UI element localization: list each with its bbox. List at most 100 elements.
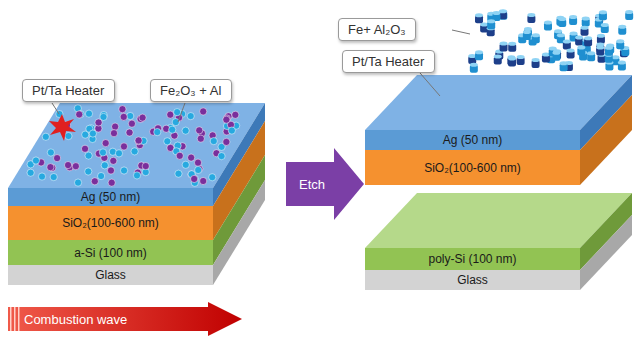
particle xyxy=(176,152,183,159)
particle xyxy=(95,119,102,126)
particle xyxy=(596,46,604,56)
particle xyxy=(119,106,126,113)
particle xyxy=(508,56,516,66)
layer-label: a-Si (100 nm) xyxy=(74,246,147,260)
particle xyxy=(182,161,189,168)
particle xyxy=(110,157,117,164)
arrow-stripe xyxy=(14,307,16,331)
arrow-stripe xyxy=(10,307,12,331)
particle xyxy=(475,13,483,23)
leader-line xyxy=(420,73,440,96)
particle xyxy=(499,10,507,20)
layer-label: SiO₂(100-600 nm) xyxy=(424,161,521,175)
particle xyxy=(135,137,142,144)
layer-label: Glass xyxy=(457,273,488,287)
callout-text: Fe₂O₃ + Al xyxy=(160,83,222,98)
particle xyxy=(223,138,230,145)
particle xyxy=(174,109,181,116)
sio2-side-face xyxy=(580,95,632,185)
particle xyxy=(188,154,195,161)
particle xyxy=(108,179,115,186)
layer-label: SiO₂(100-600 nm) xyxy=(62,216,159,230)
particle xyxy=(126,129,133,136)
particle xyxy=(164,138,171,145)
layer-label: poly-Si (100 nm) xyxy=(428,252,516,266)
particle xyxy=(42,133,49,140)
particle xyxy=(218,153,225,160)
particle xyxy=(223,116,230,123)
particle xyxy=(65,132,72,139)
particle xyxy=(100,113,107,120)
particle xyxy=(38,173,45,180)
particle xyxy=(200,108,207,115)
particle xyxy=(120,113,127,120)
particle xyxy=(618,61,626,71)
etch-arrow-shape xyxy=(286,148,364,220)
layer-label: Ag (50 nm) xyxy=(443,133,502,147)
particle xyxy=(54,155,61,162)
arrow-stripe xyxy=(18,307,20,331)
particle xyxy=(200,177,207,184)
particle xyxy=(197,135,204,142)
particle xyxy=(89,130,96,137)
product-particles xyxy=(468,9,633,72)
particle xyxy=(567,48,575,58)
particle xyxy=(27,169,34,176)
particle xyxy=(99,149,106,156)
particle xyxy=(625,10,633,20)
particle xyxy=(47,164,54,171)
particle xyxy=(102,140,109,147)
particle xyxy=(115,150,122,157)
ignition-spark xyxy=(49,114,76,141)
particle xyxy=(599,10,607,20)
glass-side-face xyxy=(213,180,265,285)
particle xyxy=(85,168,92,175)
particle xyxy=(133,172,140,179)
particle xyxy=(195,166,202,173)
particle xyxy=(120,167,127,174)
particle xyxy=(175,170,182,177)
particle xyxy=(228,127,235,134)
particle xyxy=(169,126,176,133)
callout-text: Fe+ Al₂O₃ xyxy=(348,22,406,37)
particle xyxy=(131,148,138,155)
particle xyxy=(187,113,194,120)
particle xyxy=(582,17,590,27)
arrow-label: Etch xyxy=(299,177,325,192)
particle xyxy=(597,34,605,44)
layer-ag: Ag (50 nm) xyxy=(365,130,580,150)
particle xyxy=(85,152,92,159)
particle xyxy=(139,114,146,121)
particle xyxy=(191,175,198,182)
particle xyxy=(72,163,79,170)
arrow-label: Combustion wave xyxy=(24,312,127,327)
layer-a-si: a-Si (100 nm) xyxy=(8,240,213,265)
particle xyxy=(120,143,127,150)
layer-glass: Glass xyxy=(365,270,580,290)
particle xyxy=(101,162,108,169)
particle xyxy=(210,138,217,145)
etch-arrow-body xyxy=(286,148,364,220)
particle xyxy=(508,42,516,52)
particle xyxy=(74,179,81,186)
callout-text: Pt/Ta Heater xyxy=(32,83,105,98)
callout-text: Pt/Ta Heater xyxy=(352,54,425,69)
particle xyxy=(85,110,92,117)
particle xyxy=(110,130,117,137)
particle xyxy=(569,15,577,25)
particle xyxy=(494,54,502,64)
particle xyxy=(98,172,105,179)
particle xyxy=(64,161,71,168)
layer-sio2: SiO₂(100-600 nm) xyxy=(365,150,580,185)
particle xyxy=(475,50,483,60)
particle xyxy=(154,128,161,135)
layer-sio2: SiO₂(100-600 nm) xyxy=(8,206,213,240)
layer-ag: Ag (50 nm) xyxy=(8,188,213,206)
particle xyxy=(618,25,626,35)
particle xyxy=(232,111,239,118)
layer-glass: Glass xyxy=(8,265,213,285)
layer-label: Ag (50 nm) xyxy=(81,190,140,204)
particle xyxy=(523,30,531,40)
particle xyxy=(532,33,540,43)
particle xyxy=(182,127,189,134)
